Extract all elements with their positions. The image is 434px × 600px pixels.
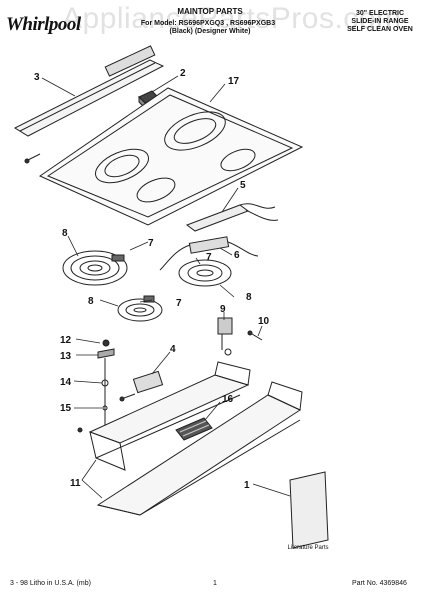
callout-15: 15 [60,403,72,414]
part-8-small-element [117,295,163,322]
part-11-support-frame [88,361,303,516]
literature-parts-label: Literature Parts [287,545,329,551]
callout-3: 3 [34,72,40,83]
footer-litho: 3 - 98 Litho in U.S.A. (mb) [10,580,91,587]
parts-12-15-sensor-assembly [77,339,115,433]
part-16-vent [175,417,213,441]
callout-8-a: 8 [62,228,68,239]
callout-11: 11 [70,478,81,489]
color-variants: (Black) (Designer White) [169,28,251,35]
part-3-trim-strip [13,45,165,137]
watermark: AppliancePartsPros.com [62,2,402,35]
part-1-literature [289,471,329,549]
part-4-bracket [119,370,164,402]
part-17-cooktop-glass [38,87,304,226]
callout-14: 14 [60,377,72,388]
callout-17: 17 [228,76,240,87]
callout-8-c: 8 [88,296,94,307]
model-numbers: For Model: RS696PXGQ3 , RS696PXGB3 [140,20,276,27]
screw-left [24,153,41,164]
callout-4: 4 [170,344,176,355]
callout-8-b: 8 [246,292,252,303]
callout-9: 9 [220,304,226,315]
page-title: MAINTOP PARTS [177,7,243,16]
whirlpool-logo: Whirlpool [6,14,81,35]
appliance-description: 30" ELECTRIC SLIDE-IN RANGE SELF CLEAN O… [334,10,426,34]
callout-7-b: 7 [206,252,212,263]
callout-12: 12 [60,335,72,346]
callout-7-c: 7 [176,298,182,309]
description-line-3: SELF CLEAN OVEN [347,26,413,33]
callout-labels: 3 2 17 5 6 8 7 7 8 8 7 9 10 4 12 13 14 1… [34,68,270,491]
part-5-wire-harness [185,203,279,232]
callout-2: 2 [180,68,186,79]
part-9-switch [217,317,233,356]
callout-6: 6 [234,250,240,261]
part-10-screw [247,330,263,341]
callout-16: 16 [222,394,234,405]
callout-13: 13 [60,351,72,362]
callout-1: 1 [244,480,250,491]
callout-5: 5 [240,180,246,191]
part-8-large-element [62,250,128,286]
leader-lines [41,75,291,499]
part-8-medium-element [178,259,232,287]
footer-part-number: Part No. 4369846 [352,580,407,587]
description-line-1: 30" ELECTRIC [355,10,405,17]
callout-7-a: 7 [148,238,154,249]
description-line-2: SLIDE-IN RANGE [351,18,409,25]
footer-page-number: 1 [213,580,217,587]
callout-10: 10 [258,316,270,327]
part-6-terminal-block [159,236,259,271]
